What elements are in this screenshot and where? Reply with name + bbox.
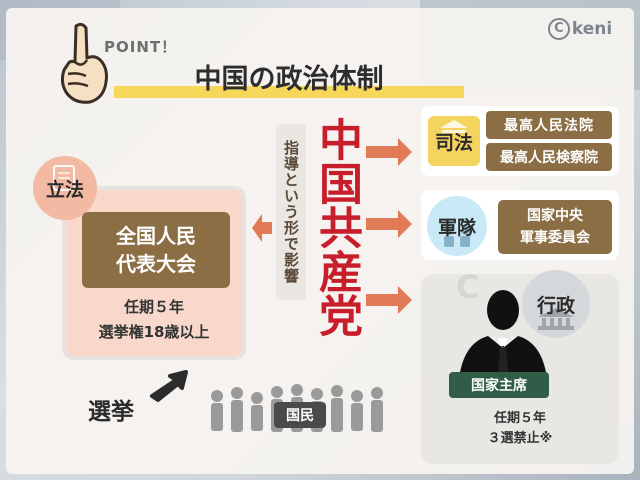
legislative-label: 立法 [45,178,84,201]
president-label: 国家主席 [471,378,527,394]
hand-pointing-icon [60,22,108,104]
citizens-label: 国民 [274,402,326,428]
military-commission: 国家中央 軍事委員会 [520,208,590,246]
party-name: 中国共産党 [311,117,362,337]
copyright-icon: C [547,18,570,40]
logo-text: keni [571,19,613,39]
election-arrow-icon [150,370,188,402]
president-term: 任期５年 ３選禁止※ [487,411,553,446]
guidance-text: 指導という形で影響 [282,140,300,284]
supreme-procuratorate: 最高人民検察院 [486,143,612,171]
arrow-icon [252,214,272,242]
arrow-icon [366,138,412,166]
military-commission-box [498,200,612,254]
guidance-box [276,124,306,300]
document-icon [53,165,75,191]
title-highlight [114,86,464,98]
military-badge [427,196,487,256]
npc-name: 全国人民 代表大会 [116,224,196,276]
page-title: 中国の政治体制 [194,63,384,95]
judiciary-label: 司法 [434,131,473,154]
supreme-court: 最高人民法院 [486,111,612,139]
arrow-icon [366,286,412,314]
capitol-icon [538,308,574,330]
npc-box [82,212,230,288]
executive-label: 行政 [536,294,575,317]
watermark: C [456,268,482,306]
point-badge: POINT！ [104,38,178,56]
soldier-icon [444,227,470,247]
scales-icon [440,120,468,133]
military-label: 軍隊 [437,216,476,239]
npc-term: 任期５年 選挙権18歳以上 [98,298,210,341]
arrow-icon [366,210,412,238]
election-label: 選挙 [88,399,134,425]
president-box [449,372,549,398]
